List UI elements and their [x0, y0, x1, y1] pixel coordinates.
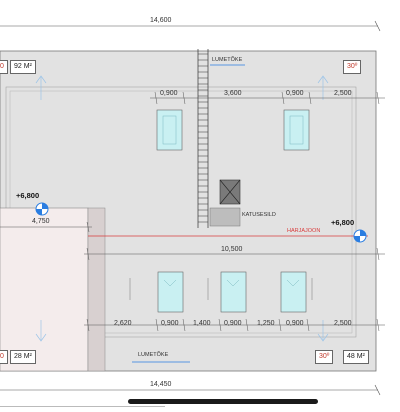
- chimney: [219, 179, 241, 205]
- dim-left-width: 4,750: [32, 218, 50, 225]
- mid-dimension-line: [84, 247, 385, 261]
- roof-window-upper-right: [283, 109, 310, 151]
- dim-lower-e: 1,250: [257, 320, 275, 327]
- dim-lower-c: 1,400: [193, 320, 211, 327]
- roof-window-upper-left: [156, 109, 183, 151]
- dim-upper-a: 0,900: [160, 90, 178, 97]
- roof-ladder-label: KATUSESILD: [242, 212, 276, 218]
- dim-mid-span: 10,500: [221, 246, 243, 253]
- dim-lower-d: 0,900: [224, 320, 242, 327]
- left-annex: [0, 207, 89, 372]
- dim-upper-d: 2,500: [334, 90, 352, 97]
- snow-guard-label-top: LUMETÕKE: [212, 57, 243, 63]
- window-guides: [129, 278, 313, 300]
- dim-top-total: 14,600: [150, 17, 172, 24]
- slope-arrows: [35, 75, 329, 342]
- badge-top-left-area: 92 M²: [10, 60, 36, 74]
- snow-guard-label-bottom: LUMETÕKE: [138, 352, 169, 358]
- dim-lower-g: 2,500: [334, 320, 352, 327]
- roof-window-lower-1: [157, 271, 184, 313]
- page-bottom-edge: [0, 406, 165, 407]
- lower-dimension-chain: [84, 318, 385, 332]
- badge-bottom-right-area: 48 M²: [343, 350, 369, 364]
- elevation-marker-left: [35, 202, 49, 216]
- ridge-label: HARJAJOON: [287, 228, 321, 234]
- scroll-bar[interactable]: [128, 399, 318, 404]
- snow-guard-ladder: [197, 49, 209, 228]
- dim-lower-f: 0,900: [286, 320, 304, 327]
- badge-bottom-left-area: 28 M²: [10, 350, 36, 364]
- bottom-dimension-line: [0, 384, 381, 396]
- elevation-right-value: +6,800: [331, 218, 355, 227]
- roof-window-lower-2: [220, 271, 247, 313]
- top-dimension-line: [0, 20, 381, 32]
- elevation-marker-right: [353, 229, 367, 243]
- dim-upper-b: 3,600: [224, 90, 242, 97]
- dim-bottom-total: 14,450: [150, 381, 172, 388]
- dim-upper-c: 0,900: [286, 90, 304, 97]
- badge-top-left-angle: 0: [0, 60, 8, 74]
- left-annex-edge: [87, 207, 106, 372]
- badge-bottom-left-angle: 0: [0, 350, 8, 364]
- elevation-left-value: +6,800: [16, 191, 40, 200]
- roof-ladder-box: [209, 207, 241, 227]
- roof-window-lower-3: [280, 271, 307, 313]
- dim-lower-b: 0,900: [161, 320, 179, 327]
- upper-dimension-chain: [150, 91, 385, 105]
- left-width-dimension: [0, 221, 92, 233]
- badge-top-right-angle: 30º: [343, 60, 362, 74]
- badge-bottom-right-angle: 30º: [315, 350, 334, 364]
- dim-lower-a: 2,620: [114, 320, 132, 327]
